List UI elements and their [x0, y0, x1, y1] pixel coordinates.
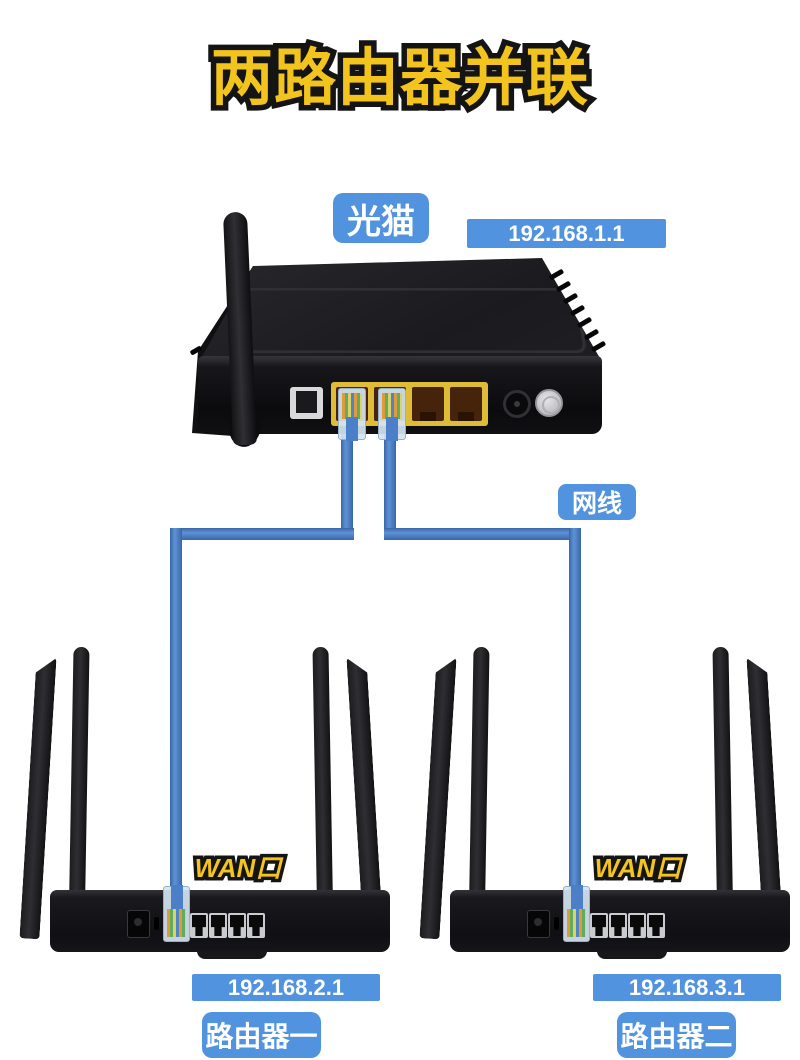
cable-label: 网线	[558, 484, 636, 520]
router-one: WAN口 WAN口	[25, 645, 395, 960]
vent-slot	[548, 268, 565, 281]
rj45-plug-left	[338, 388, 366, 441]
power-jack	[503, 390, 531, 418]
modem-top-surface	[199, 258, 601, 362]
router-two: WAN口 WAN口	[425, 645, 795, 960]
modem-label: 光猫	[333, 193, 429, 243]
optical-modem	[185, 205, 615, 455]
wan-port-label-text: WAN口	[194, 853, 282, 883]
lan-port-4	[247, 913, 265, 938]
vent-slot	[576, 316, 593, 329]
page-title-text: 两路由器并联	[210, 44, 589, 113]
cable-right-run	[384, 528, 581, 540]
page-title: 两路由器并联 两路由器并联	[0, 39, 800, 119]
modem-label-text: 光猫	[347, 202, 415, 241]
rj45-plug-right	[378, 388, 406, 441]
lan-port-4	[647, 913, 665, 938]
cable-label-text: 网线	[571, 490, 622, 518]
lan-port-3	[228, 913, 246, 938]
vent-slot	[590, 340, 607, 353]
page-title-outline: 两路由器并联	[205, 39, 593, 119]
router-stand	[197, 951, 267, 959]
router-one-name: 路由器一	[202, 1012, 321, 1058]
lan-port-1	[190, 913, 208, 938]
cable-right-drop	[384, 424, 396, 540]
power-jack	[127, 910, 150, 938]
router-one-name-text: 路由器一	[205, 1021, 318, 1052]
lan-port-1	[590, 913, 608, 938]
wan-rj45-plug	[163, 885, 190, 942]
modem-ip-badge: 192.168.1.1	[467, 219, 666, 248]
wan-port-label-text: WAN口	[594, 853, 682, 883]
vent-slot	[562, 292, 579, 305]
cable-left-down	[170, 528, 182, 890]
wan-rj45-plug	[563, 885, 590, 942]
phone-port	[290, 387, 323, 419]
power-button	[535, 389, 563, 417]
lan-port-3	[628, 913, 646, 938]
lan-port-4	[450, 387, 482, 421]
router-two-ip-badge: 192.168.3.1	[593, 974, 781, 1001]
router-one-ip-badge: 192.168.2.1	[192, 974, 380, 1001]
router-two-name-text: 路由器二	[620, 1021, 733, 1052]
modem-top-ridge	[228, 288, 588, 354]
vent-slot	[583, 328, 600, 341]
wan-port-label: WAN口 WAN口	[191, 850, 285, 887]
modem-ip-text: 192.168.1.1	[508, 220, 625, 246]
vent-slot	[569, 304, 586, 317]
cable-left-run	[170, 528, 354, 540]
lan-port-2	[209, 913, 227, 938]
router-stand	[597, 951, 667, 959]
power-jack	[527, 910, 550, 938]
router-two-name: 路由器二	[617, 1012, 736, 1058]
router-one-ip-text: 192.168.2.1	[227, 974, 345, 1000]
reset-slot	[554, 917, 559, 930]
reset-slot	[154, 917, 159, 930]
cable-right-down	[569, 528, 581, 890]
router-two-ip-text: 192.168.3.1	[628, 974, 746, 1000]
lan-port-2	[609, 913, 627, 938]
cable-left-drop	[341, 424, 353, 540]
wan-port-label: WAN口 WAN口	[591, 850, 685, 887]
lan-port-3	[412, 387, 444, 421]
vent-slot	[555, 280, 572, 293]
